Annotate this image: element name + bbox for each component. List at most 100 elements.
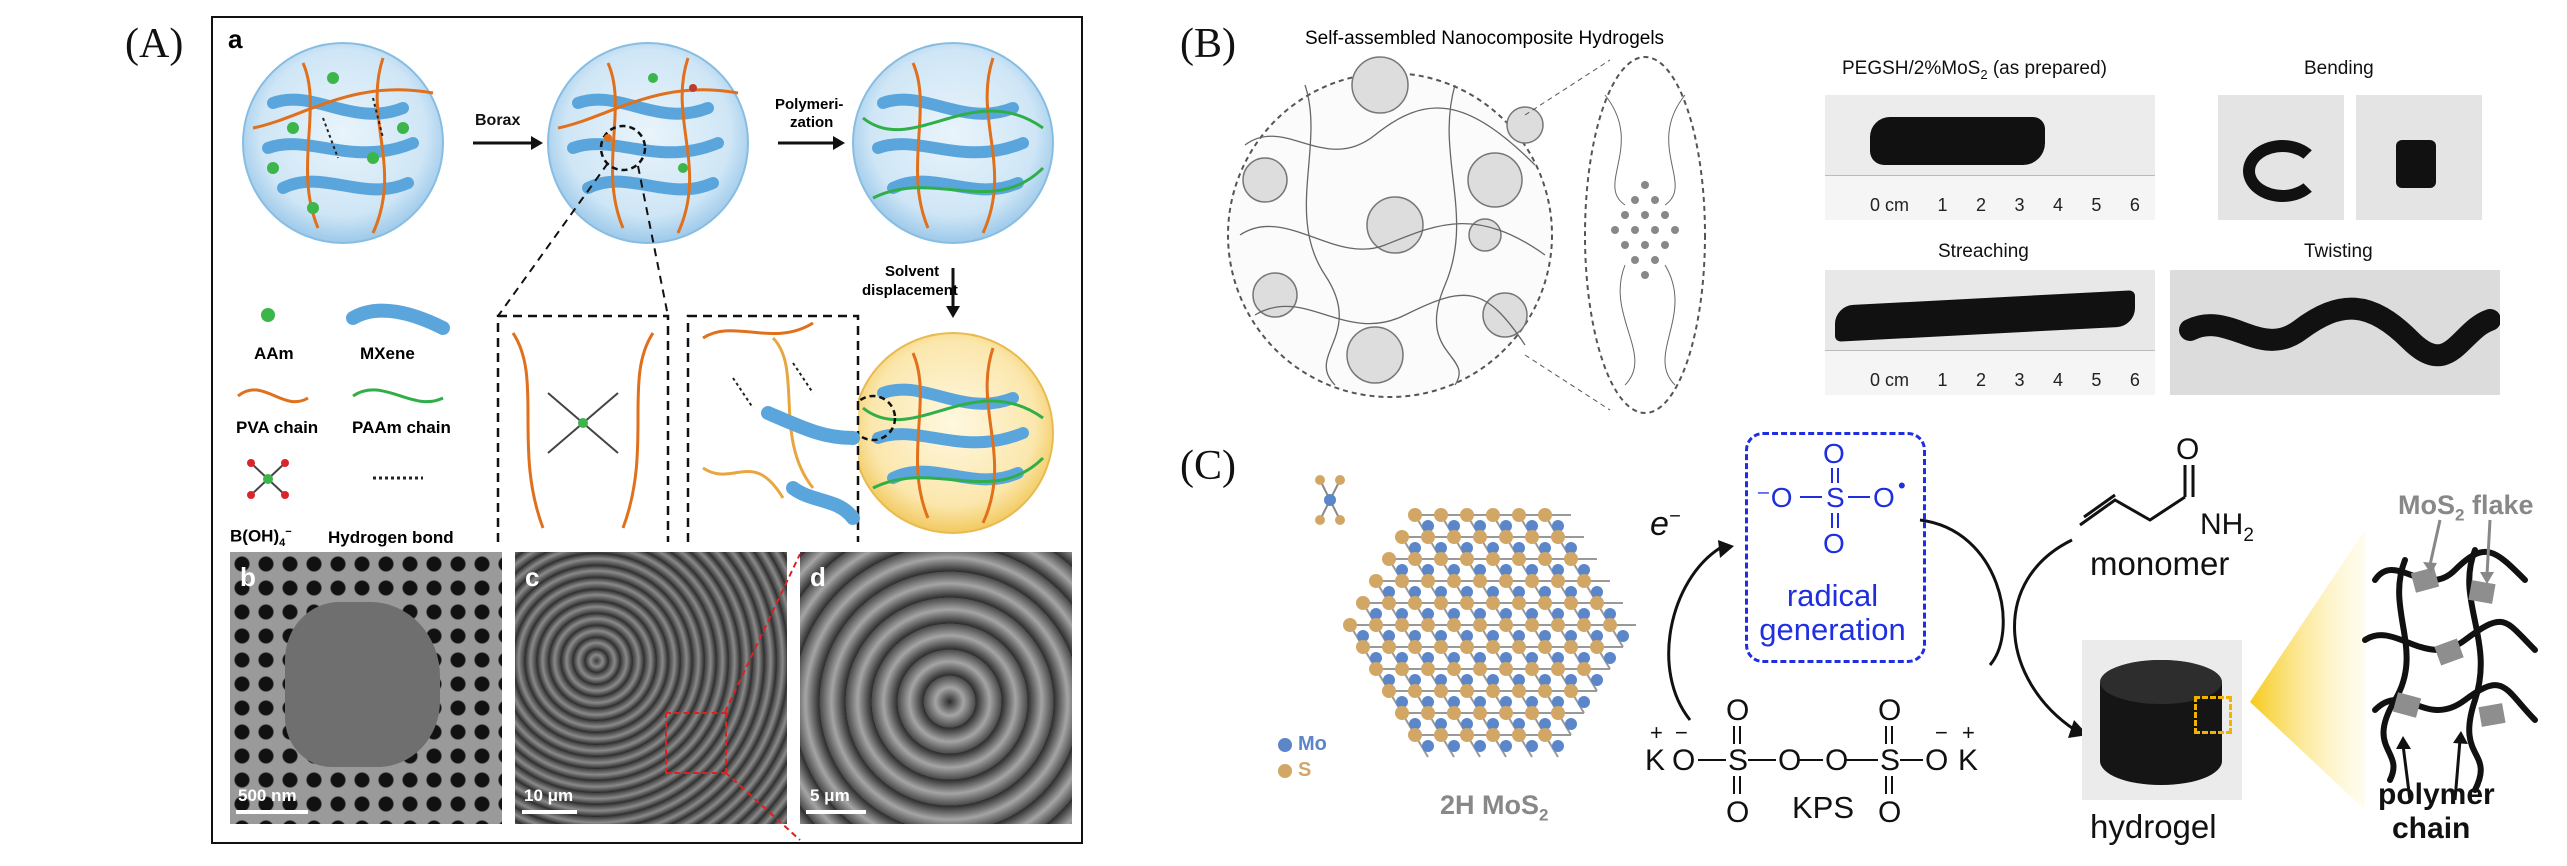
arrow-polymerization-label-1: Polymeri-: [775, 96, 844, 113]
svg-text:K: K: [1958, 744, 1978, 777]
sphere-polymerized: [852, 42, 1054, 244]
sulfur-atom: [1473, 530, 1487, 544]
molybdenum-atom: [1461, 542, 1473, 554]
molybdenum-atom: [1552, 696, 1564, 708]
legend-boh4: B(OH)4−: [230, 526, 292, 550]
molybdenum-atom: [1513, 674, 1525, 686]
legend-s: S: [1298, 759, 1312, 781]
sulfur-atom: [1460, 552, 1474, 566]
molybdenum-atom: [1604, 608, 1616, 620]
molybdenum-atom: [1526, 608, 1538, 620]
sulfur-atom: [1551, 530, 1565, 544]
sulfur-atom: [1486, 728, 1500, 742]
molybdenum-atom: [1474, 652, 1486, 664]
mos2-flake-4: [2392, 692, 2422, 718]
sulfur-atom: [1486, 508, 1500, 522]
svg-text:S: S: [1826, 482, 1845, 513]
sulfur-atom: [1447, 574, 1461, 588]
sulfur-atom: [1460, 728, 1474, 742]
molybdenum-atom: [1409, 674, 1421, 686]
legend-pva: PVA chain: [236, 418, 319, 437]
scale-text-b: 500 nm: [238, 786, 297, 805]
panel-a-letter: (A): [125, 21, 184, 67]
photo-bending-2: [2356, 95, 2482, 220]
molybdenum-atom: [1578, 696, 1590, 708]
acrylamide-structure: O: [2079, 435, 2199, 527]
sulfur-atom: [1512, 508, 1526, 522]
photo-bending-1: [2218, 95, 2344, 220]
photo-label-bending: Bending: [2304, 58, 2374, 79]
arrow-solvent-label-1: Solvent: [885, 263, 940, 280]
stretched-strip: [1835, 290, 2135, 342]
kps-label: KPS: [1792, 790, 1855, 825]
sulfur-atom: [1473, 618, 1487, 632]
sulfur-atom: [1421, 574, 1435, 588]
svg-text:+: +: [1962, 720, 1975, 745]
molybdenum-atom: [1500, 696, 1512, 708]
sulfur-atom: [1538, 552, 1552, 566]
sulfur-atom: [1382, 552, 1396, 566]
molybdenum-atom: [1487, 630, 1499, 642]
molybdenum-atom: [1591, 674, 1603, 686]
sulfur-atom: [1421, 706, 1435, 720]
molybdenum-atom: [1448, 520, 1460, 532]
pva-chain-icon: [237, 388, 309, 404]
ruler: [1825, 175, 2155, 220]
aam-icon: [261, 308, 275, 322]
svg-text:O: O: [1925, 744, 1948, 777]
molybdenum-atom: [1565, 674, 1577, 686]
sulfur-atom: [1512, 728, 1526, 742]
sulfur-atom: [1421, 618, 1435, 632]
sulfur-atom: [1564, 552, 1578, 566]
sulfur-atom: [1382, 640, 1396, 654]
sphere-crosslinked: [547, 42, 749, 244]
svg-text:⁻O: ⁻O: [1756, 482, 1793, 513]
sulfur-atom: [1603, 618, 1617, 632]
hydrogel-label: hydrogel: [2090, 808, 2217, 845]
molybdenum-atom: [1448, 608, 1460, 620]
molybdenum-atom: [1539, 542, 1551, 554]
sulfur-atom: [1460, 684, 1474, 698]
sulfur-atom: [1564, 684, 1578, 698]
sem-image-b: [230, 552, 502, 824]
sulfur-atom: [1447, 618, 1461, 632]
polymer-label-1: polymer: [2378, 778, 2495, 811]
molybdenum-atom: [1435, 674, 1447, 686]
molybdenum-atom: [1591, 586, 1603, 598]
molybdenum-atom: [1409, 586, 1421, 598]
molybdenum-atom: [1474, 564, 1486, 576]
panel-b-letter: (B): [1180, 21, 1236, 67]
legend-mo: Mo: [1298, 733, 1327, 755]
legend-mxene: MXene: [360, 344, 415, 363]
sulfur-atom: [1538, 640, 1552, 654]
scale-bar-c: [522, 810, 577, 814]
sulfur-atom: [1564, 640, 1578, 654]
molybdenum-atom: [1396, 652, 1408, 664]
arrow-borax-label: Borax: [475, 112, 521, 129]
molybdenum-atom: [1565, 630, 1577, 642]
molybdenum-atom: [1409, 718, 1421, 730]
sulfur-atom: [1512, 552, 1526, 566]
sulfur-atom: [1395, 662, 1409, 676]
sub-label-a: a: [228, 24, 243, 54]
sulfate-radical-structure: O ⁻O S O O •: [1756, 438, 1906, 559]
molybdenum-atom: [1461, 718, 1473, 730]
reaction-arrows: [1667, 518, 2005, 721]
sulfur-atom: [1408, 552, 1422, 566]
molybdenum-atom: [1448, 740, 1460, 752]
mos2-flake-label: MoS2 flake: [2398, 490, 2534, 525]
mos2-flake-5: [2478, 703, 2506, 727]
mos2-legend-dots: [1278, 738, 1292, 778]
sphere-initial: [242, 42, 444, 244]
molybdenum-atom: [1435, 542, 1447, 554]
molybdenum-atom: [1383, 630, 1395, 642]
molybdenum-atom: [1357, 630, 1369, 642]
legend-hbond: Hydrogen bond: [328, 528, 454, 547]
molybdenum-atom: [1565, 718, 1577, 730]
panel-c-letter: (C): [1180, 443, 1236, 489]
sulfur-atom: [1369, 662, 1383, 676]
molybdenum-atom: [1552, 608, 1564, 620]
sub-label-d: d: [810, 562, 826, 592]
sulfur-atom: [1551, 618, 1565, 632]
sulfur-atom: [1460, 640, 1474, 654]
